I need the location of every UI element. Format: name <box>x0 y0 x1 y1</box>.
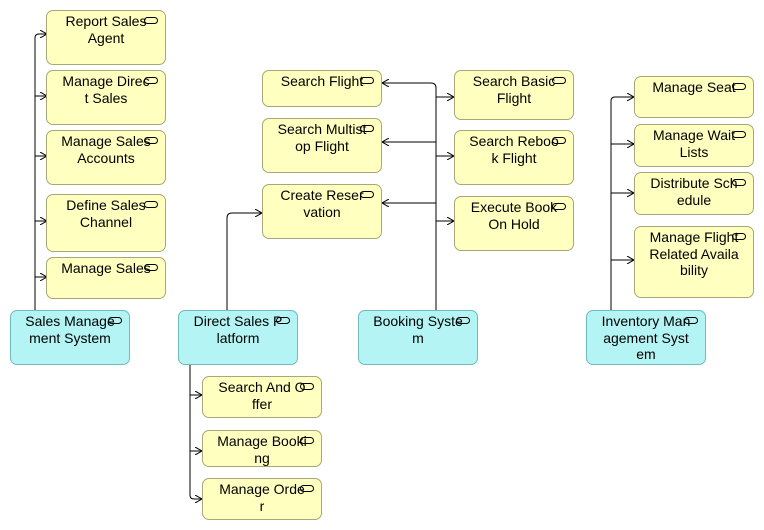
node-label: Manage Booking <box>217 433 307 466</box>
connector-dsp-sao <box>189 365 202 395</box>
connector-sms-rsa <box>34 34 47 310</box>
component-icon <box>276 317 290 324</box>
node-label: Booking System <box>373 313 463 346</box>
function-icon <box>552 137 566 144</box>
component-icon <box>108 317 122 324</box>
function-icon <box>144 17 158 24</box>
node-label: Search Flight <box>280 73 364 89</box>
connector-dsp-cr <box>226 213 262 310</box>
function-manage-sales[interactable]: Manage Sales <box>46 257 166 299</box>
function-manage-wait-lists[interactable]: Manage Wait Lists <box>634 124 754 167</box>
function-search-flight[interactable]: Search Flight <box>262 70 382 107</box>
node-label: Search Rebook Flight <box>469 133 559 166</box>
connector-ims-mse <box>610 97 634 310</box>
function-manage-sales-accounts[interactable]: Manage Sales Accounts <box>46 130 166 185</box>
function-icon <box>732 83 746 90</box>
node-label: Manage Seat <box>652 79 736 95</box>
function-icon <box>300 383 314 390</box>
system-booking[interactable]: Booking System <box>358 310 478 365</box>
node-label: Distribute Schedule <box>650 175 738 208</box>
node-label: Report Sales Agent <box>65 13 147 46</box>
function-execute-book-on-hold[interactable]: Execute Book On Hold <box>454 196 574 251</box>
connector-dsp-mo <box>189 451 202 499</box>
system-inventory-management[interactable]: Inventory Management System <box>586 310 706 365</box>
function-icon <box>552 203 566 210</box>
function-manage-booking[interactable]: Manage Booking <box>202 430 322 467</box>
system-direct-sales-platform[interactable]: Direct Sales Platform <box>178 310 298 365</box>
function-icon <box>144 77 158 84</box>
connector-bs-sf <box>382 83 437 310</box>
function-icon <box>144 264 158 271</box>
node-label: Manage Wait Lists <box>653 127 735 160</box>
function-manage-flight-related-availability[interactable]: Manage Flight Related Availability <box>634 226 754 298</box>
function-search-rebook-flight[interactable]: Search Rebook Flight <box>454 130 574 185</box>
function-manage-seat[interactable]: Manage Seat <box>634 76 754 118</box>
function-icon <box>360 191 374 198</box>
node-label: Manage Order <box>219 481 305 514</box>
connector-dsp-mb <box>189 395 202 451</box>
node-label: Manage Flight Related Availability <box>649 229 739 278</box>
node-label: Inventory Management System <box>601 313 691 362</box>
component-icon <box>684 317 698 324</box>
node-label: Create Reservation <box>280 187 364 220</box>
function-define-sales-channel[interactable]: Define Sales Channel <box>46 194 166 252</box>
function-create-reservation[interactable]: Create Reservation <box>262 184 382 239</box>
node-label: Search Basic Flight <box>472 73 556 106</box>
function-icon <box>360 77 374 84</box>
node-label: Search And Offer <box>218 379 306 412</box>
node-label: Manage Sales Accounts <box>61 133 151 166</box>
function-icon <box>732 179 746 186</box>
node-label: Search Multistop Flight <box>277 121 367 154</box>
function-search-basic-flight[interactable]: Search Basic Flight <box>454 70 574 120</box>
function-icon <box>144 201 158 208</box>
function-search-multistop-flight[interactable]: Search Multistop Flight <box>262 118 382 173</box>
function-icon <box>300 437 314 444</box>
system-sales-management[interactable]: Sales Management System <box>10 310 130 365</box>
function-search-and-offer[interactable]: Search And Offer <box>202 376 322 418</box>
function-manage-direct-sales[interactable]: Manage Direct Sales <box>46 70 166 125</box>
function-distribute-schedule[interactable]: Distribute Schedule <box>634 172 754 215</box>
node-label: Sales Management System <box>25 313 115 346</box>
node-label: Define Sales Channel <box>66 197 146 230</box>
node-label: Direct Sales Platform <box>193 313 283 346</box>
function-icon <box>732 131 746 138</box>
function-icon <box>360 125 374 132</box>
function-manage-order[interactable]: Manage Order <box>202 478 322 520</box>
node-label: Manage Direct Sales <box>62 73 150 106</box>
function-icon <box>144 137 158 144</box>
function-icon <box>300 485 314 492</box>
node-label: Execute Book On Hold <box>470 199 558 232</box>
function-icon <box>732 233 746 240</box>
node-label: Manage Sales <box>61 260 151 276</box>
component-icon <box>456 317 470 324</box>
function-icon <box>552 77 566 84</box>
function-report-sales-agent[interactable]: Report Sales Agent <box>46 10 166 65</box>
